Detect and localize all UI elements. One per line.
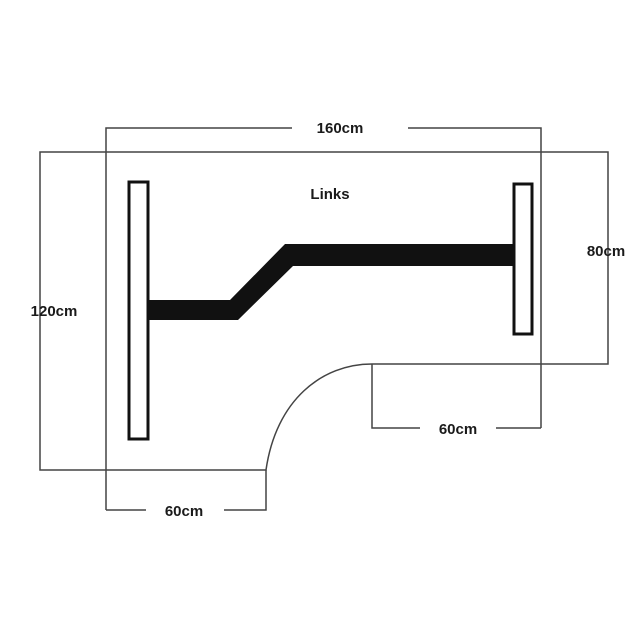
inner-return-width-label: 60cm: [439, 421, 477, 438]
bottom-width-label: 60cm: [165, 503, 203, 520]
top-width-label: 160cm: [317, 120, 364, 137]
side-label: Links: [310, 186, 349, 203]
bottom-dimension-line: [106, 470, 267, 511]
right-leg: [512, 182, 534, 336]
inner-return-dimension-line: [371, 364, 541, 429]
frame-crossbar: [148, 244, 515, 320]
left-leg: [127, 180, 150, 441]
right-depth-label: 80cm: [587, 243, 625, 260]
top-dimension-line: [105, 127, 542, 428]
left-depth-label: 120cm: [31, 303, 78, 320]
